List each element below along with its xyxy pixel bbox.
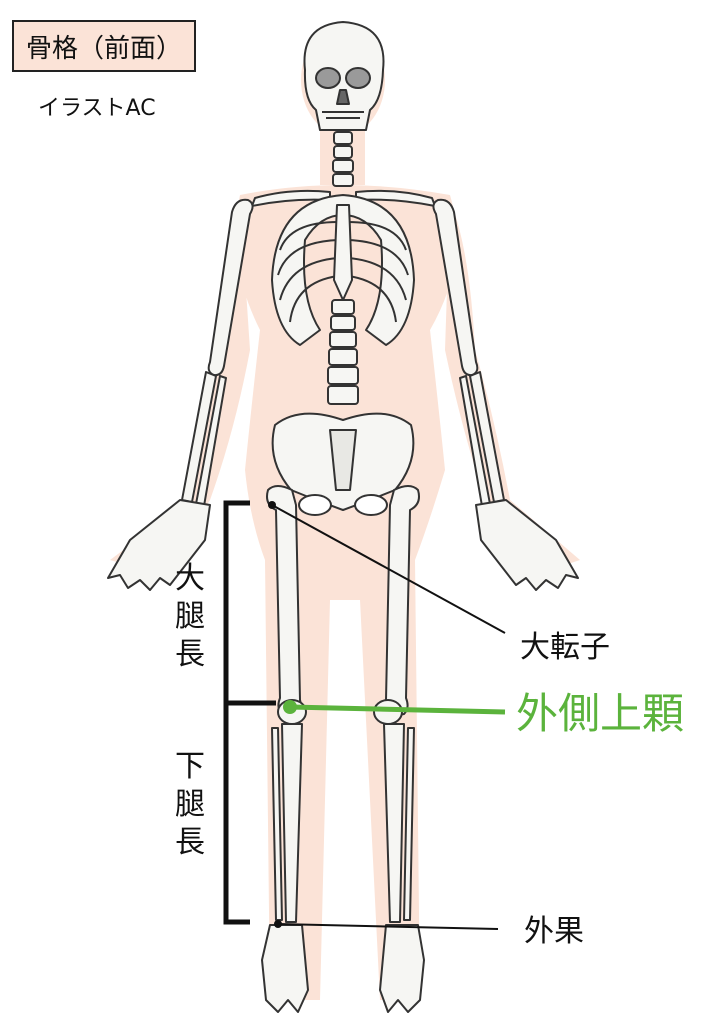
nasal-cavity <box>336 89 350 105</box>
measurement-bracket <box>223 500 276 925</box>
sacrum <box>329 429 357 491</box>
thigh-char-2: 腿 <box>175 599 205 634</box>
thigh-char-3: 長 <box>175 637 205 672</box>
greater-trochanter-point <box>268 501 276 509</box>
lateral-malleolus-point <box>274 920 282 928</box>
credit-text: イラストAC <box>38 96 156 121</box>
left-foot <box>261 924 309 1013</box>
right-tibia <box>383 723 405 923</box>
lateral-epicondyle-leader <box>289 704 506 715</box>
left-eye-socket <box>315 67 341 89</box>
left-fibula <box>271 727 283 921</box>
left-obturator <box>298 494 332 516</box>
lateral-malleolus-label: 外果 <box>524 914 584 949</box>
right-fibula <box>403 727 415 921</box>
left-tibia <box>281 723 303 923</box>
thigh-char-1: 大 <box>175 561 205 596</box>
greater-trochanter-leader <box>271 504 506 634</box>
lower-leg-char-1: 下 <box>175 749 205 784</box>
right-obturator <box>354 494 388 516</box>
right-hand <box>475 499 579 591</box>
lower-leg-char-3: 長 <box>175 825 205 860</box>
lower-leg-length-label: 下 腿 長 <box>170 748 210 862</box>
right-eye-socket <box>345 67 371 89</box>
lower-leg-char-2: 腿 <box>175 787 205 822</box>
ribs <box>277 221 409 323</box>
skull <box>303 21 385 131</box>
left-hand <box>107 499 211 591</box>
sternum <box>333 204 353 301</box>
figure-title: 骨格（前面） <box>12 20 197 72</box>
lateral-malleolus-leader <box>277 923 499 930</box>
lateral-epicondyle-point <box>283 700 297 714</box>
greater-trochanter-label: 大転子 <box>520 630 610 665</box>
teeth <box>322 111 364 119</box>
thigh-length-label: 大 腿 長 <box>170 560 210 674</box>
skeleton-bones <box>107 21 579 1013</box>
spine <box>327 131 359 405</box>
right-foot <box>379 924 425 1013</box>
lateral-epicondyle-label: 外側上顆 <box>516 689 685 738</box>
